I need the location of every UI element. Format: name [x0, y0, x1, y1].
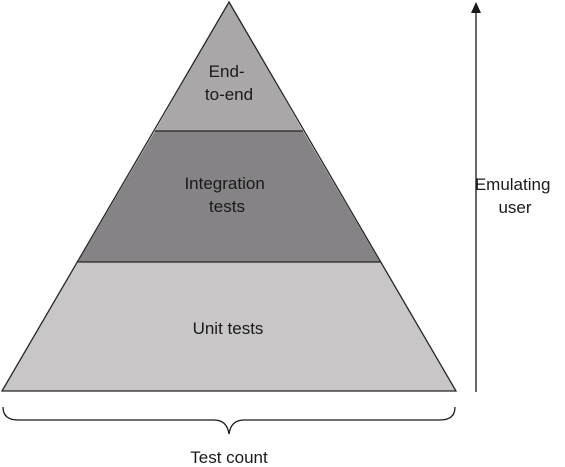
pyramid-layer-integration-tests [78, 131, 380, 262]
emulating-user-label-line-1: Emulating [475, 175, 551, 194]
unit-tests-label: Unit tests [193, 319, 264, 338]
end-to-end-label: End- to-end [205, 62, 253, 104]
pyramid: End- to-end Integration tests Unit tests [0, 0, 458, 392]
test-count-label: Test count [190, 448, 268, 467]
emulating-user-label: Emulating user [475, 175, 555, 217]
pyramid-layer-end-to-end [155, 2, 303, 131]
emulating-user-label-line-2: user [498, 198, 531, 217]
emulating-user-arrow-head-icon [471, 2, 481, 13]
test-count-brace [2, 406, 456, 435]
pyramid-layer-unit-tests [2, 262, 456, 391]
integration-tests-label-line-1: Integration [184, 174, 264, 193]
end-to-end-label-line-1: End- [209, 62, 245, 81]
integration-tests-label: Integration tests [184, 174, 269, 216]
end-to-end-label-line-2: to-end [205, 85, 253, 104]
test-count-axis: Test count [2, 406, 456, 467]
emulating-user-axis: Emulating user [471, 2, 555, 392]
integration-tests-label-line-2: tests [209, 197, 245, 216]
unit-tests-label-line-1: Unit tests [193, 319, 264, 338]
pyramid-outline [0, 0, 458, 392]
